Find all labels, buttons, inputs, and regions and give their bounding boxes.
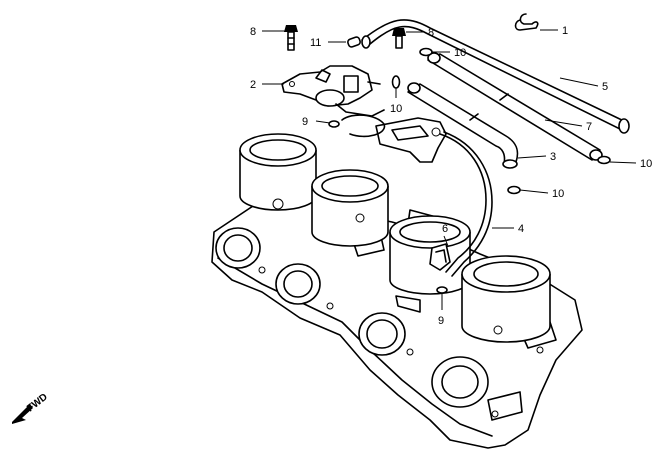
callout-10-c: 10 xyxy=(640,158,652,170)
part-4-hose xyxy=(439,133,487,273)
part-10-ring-c xyxy=(597,155,611,165)
part-1-clip xyxy=(514,13,539,31)
part-10-ring-a xyxy=(419,47,433,57)
part-5-hose xyxy=(361,19,630,134)
part-10-ring-d xyxy=(507,185,521,195)
callout-2: 2 xyxy=(250,79,256,91)
callout-4: 4 xyxy=(518,223,524,235)
part-10-ring-b xyxy=(391,75,401,89)
small-loop-hose xyxy=(341,114,386,138)
vacuum-chamber-4 xyxy=(461,255,551,343)
vacuum-chamber-2 xyxy=(311,169,389,247)
part-11-bushing xyxy=(347,36,361,48)
part-6-clip xyxy=(429,243,451,271)
callout-10-a: 10 xyxy=(454,47,466,59)
part-9-ring-a xyxy=(328,120,340,128)
callout-9-upper: 9 xyxy=(302,116,308,128)
part-3-hose xyxy=(407,82,519,169)
callout-7: 7 xyxy=(586,121,592,133)
callout-3: 3 xyxy=(550,151,556,163)
part-8-bolt-right xyxy=(392,28,406,49)
mounting-bracket xyxy=(375,117,447,163)
part-9-ring-b xyxy=(436,286,448,294)
fwd-label: FWD xyxy=(25,392,50,415)
arrow-left-down-icon xyxy=(12,404,33,424)
part-2-valve-bracket xyxy=(281,65,385,117)
callout-11: 11 xyxy=(310,37,321,49)
vacuum-chamber-1 xyxy=(239,133,317,211)
carburetor-assembly xyxy=(211,191,583,449)
callout-6: 6 xyxy=(442,223,448,235)
callout-5: 5 xyxy=(602,81,608,93)
part-8-bolt-left xyxy=(284,25,298,51)
callout-10-b: 10 xyxy=(390,103,402,115)
leader-lines xyxy=(262,29,637,310)
callout-labels: 1 2 3 4 5 6 7 8 8 9 9 10 10 10 10 11 xyxy=(250,25,652,327)
callout-10-d: 10 xyxy=(552,188,564,200)
callout-1: 1 xyxy=(562,25,568,37)
callout-8-left: 8 xyxy=(250,26,256,38)
callout-9-lower: 9 xyxy=(438,315,444,327)
fwd-direction-marker: FWD xyxy=(12,392,50,424)
callout-8-right: 8 xyxy=(428,27,434,39)
